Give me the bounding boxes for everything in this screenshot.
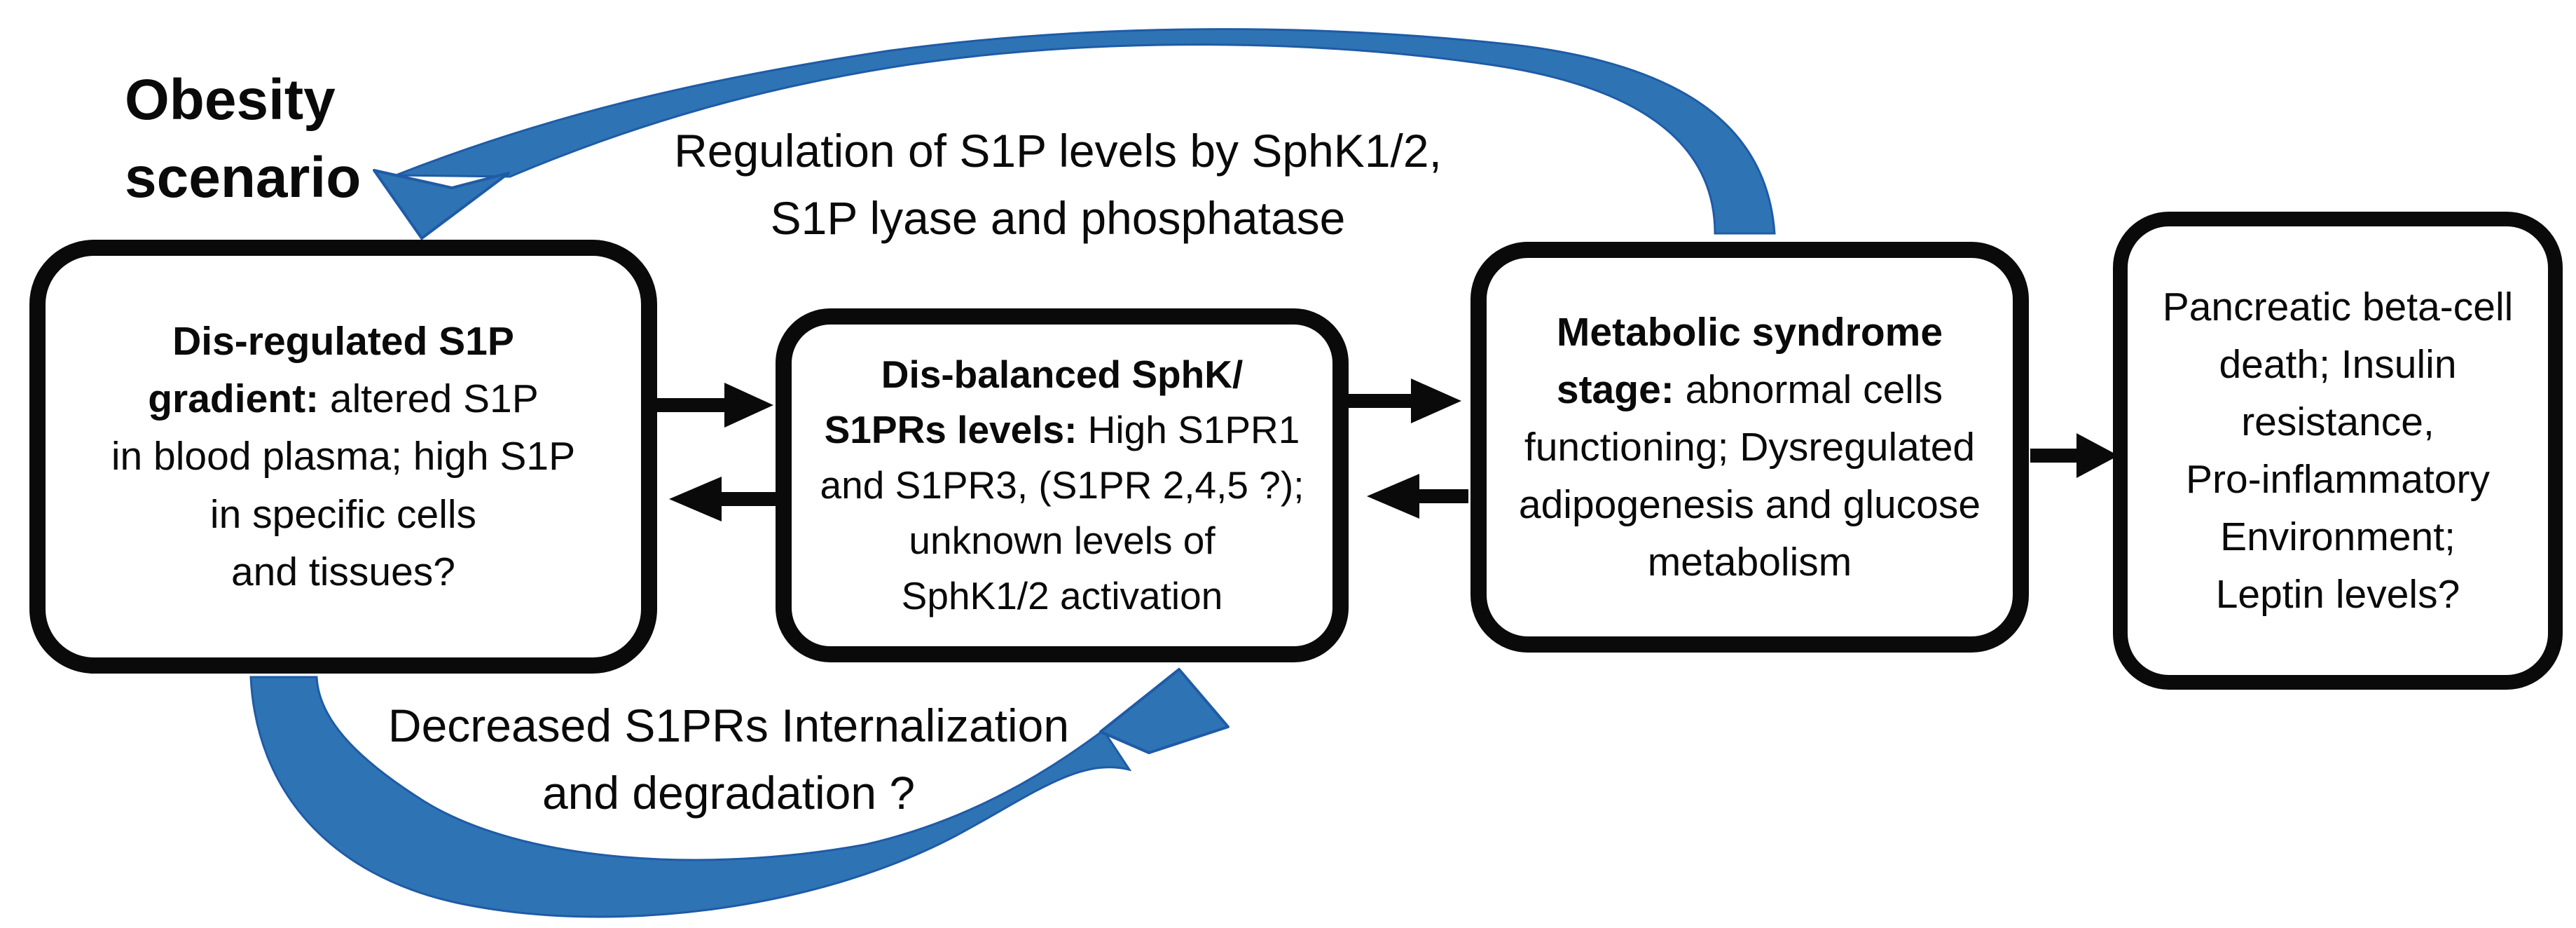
box-text-line: S1PRs levels: High S1PR1 [824,407,1300,451]
box-text-line: and tissues? [230,549,456,594]
arrow-box1-to-box2 [652,383,773,428]
box-dis-regulated-s1p-gradient: Dis-regulated S1P gradient: altered S1P in… [29,240,657,674]
note-line: Decreased S1PRs Internalization [387,700,1070,751]
box-text-line: gradient: altered S1P [148,376,539,422]
box-text-line: unknown levels of [909,519,1215,563]
box-text: Pancreatic beta-cell death; Insulin resist… [2163,278,2514,623]
box-text-line: in specific cells [209,491,477,537]
box-text-line: Metabolic syndrome [1556,309,1943,355]
title-line: scenario [125,145,361,210]
top-feedback-arrowhead-icon [373,169,510,240]
box-text-line: adipogenesis and glucose [1518,482,1981,528]
arrow-box2-to-box1 [669,477,786,521]
top-feedback-arc [395,28,1776,235]
label-regulation-of-s1p-levels: Regulation of S1P levels by SphK1/2, S1P… [617,118,1499,252]
box-text-line: in blood plasma; high S1P [111,434,576,479]
note-line: Regulation of S1P levels by SphK1/2, [674,125,1442,177]
label-decreased-s1prs-internalization: Decreased S1PRs Internalization and degr… [280,692,1177,826]
box-text-line: Pancreatic beta-cell [2162,284,2514,329]
bottom-feedback-arc [249,676,1132,918]
box-text: Dis-balanced SphK/S1PRs levels: High S1P… [820,347,1304,625]
arrow-box2-to-box3 [1339,378,1461,423]
arrow-box3-to-box4 [2030,433,2119,478]
box-text-line: death; Insulin [2219,341,2457,387]
title-obesity-scenario: Obesity scenario [125,62,361,217]
title-line: Obesity [125,68,336,132]
note-line: S1P lyase and phosphatase [770,191,1346,244]
box-text: Dis-regulated S1P gradient: altered S1P in… [111,313,575,600]
arrow-box3-to-box2 [1367,474,1468,519]
box-text-line: stage: abnormal cells [1556,367,1943,412]
box-metabolic-syndrome-stage: Metabolic syndrome stage: abnormal cells f… [1470,242,2029,653]
box-text-line: SphK1/2 activation [901,574,1223,618]
box-text-line: Environment; [2220,514,2456,560]
box-dis-balanced-sphk-s1prs-levels: Dis-balanced SphK/S1PRs levels: High S1P… [776,308,1349,662]
box-text-line: Pro-inflammatory [2186,457,2490,502]
bottom-feedback-arrowhead-icon [1099,668,1230,754]
box-text-line: Dis-balanced SphK/ [881,352,1244,396]
box-text-line: Leptin levels? [2215,572,2460,617]
note-line: and degradation ? [542,766,916,819]
box-text-line: metabolism [1647,540,1852,585]
box-text-line: resistance, [2241,399,2434,444]
box-text-line: and S1PR3, (S1PR 2,4,5 ?); [820,463,1304,507]
box-text: Metabolic syndrome stage: abnormal cells f… [1519,303,1981,591]
box-outcomes: Pancreatic beta-cell death; Insulin resist… [2113,212,2563,690]
box-text-line: Dis-regulated S1P [172,319,514,364]
box-text-line: functioning; Dysregulated [1524,424,1976,470]
